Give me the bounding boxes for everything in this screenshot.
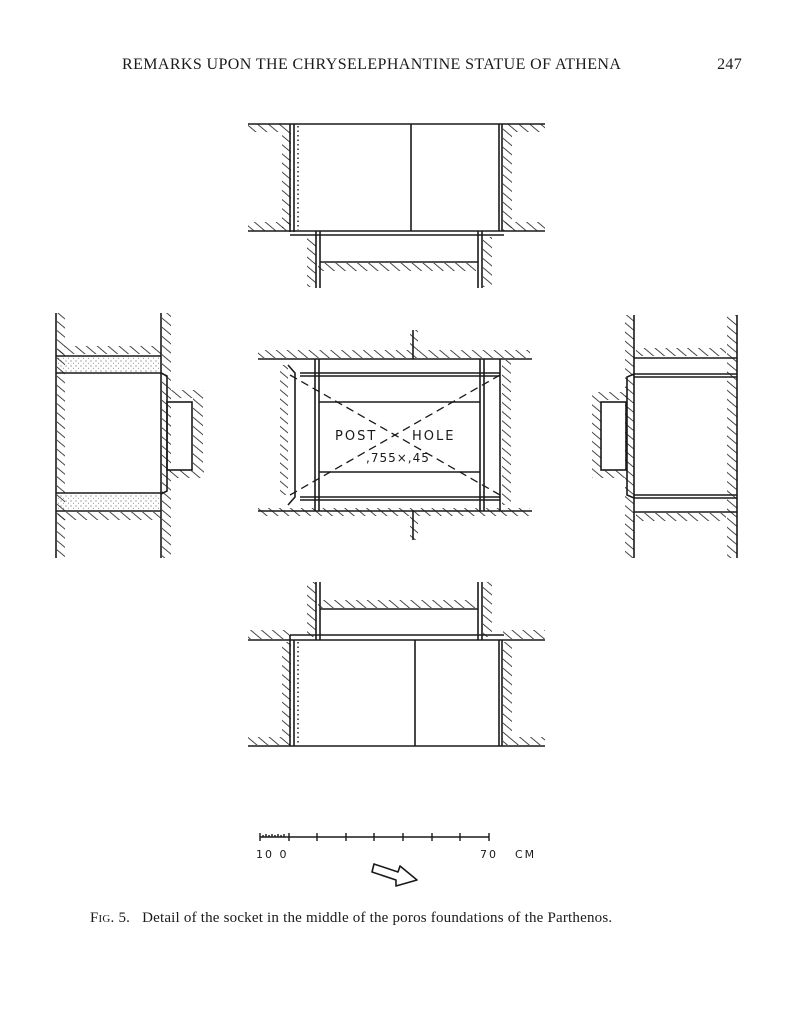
- left-elevation-view: [55, 313, 204, 558]
- scale-right-label: 70: [480, 848, 498, 861]
- page-number: 247: [717, 56, 742, 73]
- dimension-label: ,755×,45: [366, 451, 430, 465]
- running-title: REMARKS UPON THE CHRYSELEPHANTINE STATUE…: [122, 56, 622, 73]
- post-label: POST: [335, 429, 377, 444]
- figure-caption: Fig. 5. Detail of the socket in the midd…: [90, 910, 730, 927]
- running-head: REMARKS UPON THE CHRYSELEPHANTINE STATUE…: [122, 56, 742, 74]
- caption-text: Detail of the socket in the middle of th…: [142, 910, 613, 926]
- right-elevation-view: [592, 315, 738, 558]
- scale-bar: [259, 833, 490, 841]
- center-plan-view: [258, 330, 532, 540]
- north-arrow-icon: [371, 863, 418, 887]
- bottom-elevation-view: [248, 582, 545, 747]
- scale-unit-label: CM: [515, 848, 536, 861]
- top-elevation-view: [248, 123, 545, 288]
- scale-left-label: 10 0: [256, 848, 289, 861]
- figure-label: Fig. 5.: [90, 910, 131, 926]
- hole-label: HOLE: [412, 429, 455, 444]
